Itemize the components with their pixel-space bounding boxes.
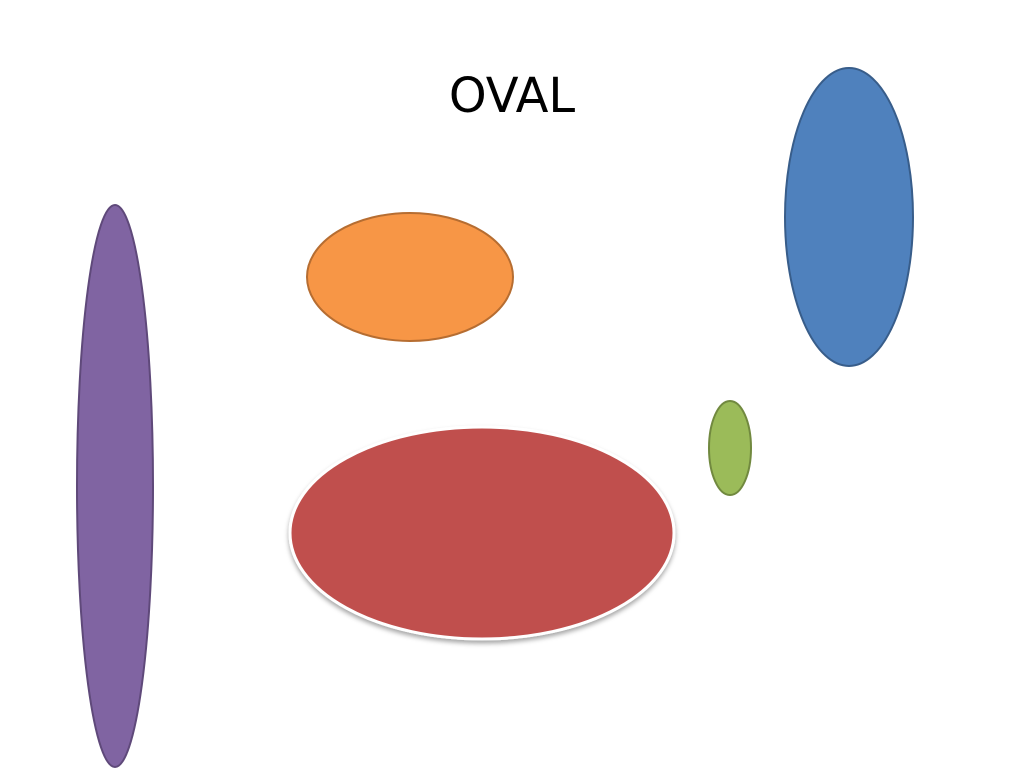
blue-oval[interactable] bbox=[784, 67, 914, 367]
orange-oval[interactable] bbox=[306, 212, 514, 342]
red-oval[interactable] bbox=[288, 425, 676, 641]
green-oval[interactable] bbox=[708, 400, 752, 496]
slide-title: OVAL bbox=[448, 68, 576, 124]
purple-oval[interactable] bbox=[76, 204, 154, 768]
